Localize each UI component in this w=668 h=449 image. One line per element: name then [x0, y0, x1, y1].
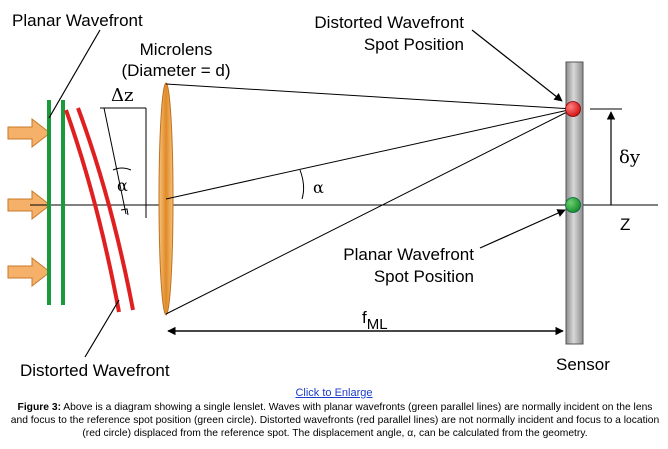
- delta-y-label: δy: [619, 147, 641, 168]
- planar-spot-pointer: [479, 209, 566, 249]
- distorted-spot-label: Distorted Wavefront: [314, 13, 464, 32]
- alpha-label-lens: α: [117, 176, 128, 195]
- planar-spot-label-2: Spot Position: [374, 267, 474, 286]
- distorted-wavefront-label: Distorted Wavefront: [20, 361, 170, 380]
- sensor-label: Sensor: [556, 355, 610, 374]
- planar-wavefront-pointer: [48, 29, 101, 119]
- incident-arrow-bottom: [7, 256, 51, 288]
- distorted-spot-label-2: Spot Position: [364, 35, 464, 54]
- figure-number: Figure 3:: [17, 402, 62, 413]
- distorted-wavefront-line-1: [64, 109, 121, 313]
- incident-arrow-top: [7, 117, 51, 149]
- incident-arrow-middle: [7, 189, 51, 221]
- microlens-label: Microlens: [140, 40, 213, 59]
- microlens-diameter-label: (Diameter = d): [121, 61, 230, 80]
- focal-length-label: fML: [362, 308, 388, 333]
- caption-text: Above is a diagram showing a single lens…: [10, 402, 660, 439]
- distorted-spot-pointer: [471, 29, 563, 102]
- distorted-spot: [565, 101, 581, 117]
- delta-z-geometry: [100, 107, 147, 218]
- z-axis-label: Z: [620, 215, 630, 234]
- planar-spot-label: Planar Wavefront: [343, 245, 474, 264]
- delta-z-label: Δz: [111, 85, 133, 106]
- focal-length-subscript: ML: [367, 316, 388, 333]
- distorted-wavefront-line-2: [76, 107, 135, 311]
- incident-light-arrows: [7, 117, 51, 288]
- figure-caption: Figure 3: Above is a diagram showing a s…: [8, 401, 662, 440]
- lenslet-diagram: Planar Wavefront Microlens (Diameter = d…: [7, 11, 658, 380]
- focal-length-f: f: [362, 308, 367, 327]
- alpha-label-ray: α: [313, 178, 324, 197]
- delta-y-marker: [590, 108, 622, 205]
- alpha-angle-arc: [299, 169, 305, 200]
- click-to-enlarge-link[interactable]: Click to Enlarge: [295, 387, 373, 399]
- planar-wavefront-label: Planar Wavefront: [12, 11, 143, 30]
- rays: [165, 83, 574, 315]
- planar-spot: [565, 197, 581, 213]
- distorted-wavefront-pointer: [84, 299, 120, 358]
